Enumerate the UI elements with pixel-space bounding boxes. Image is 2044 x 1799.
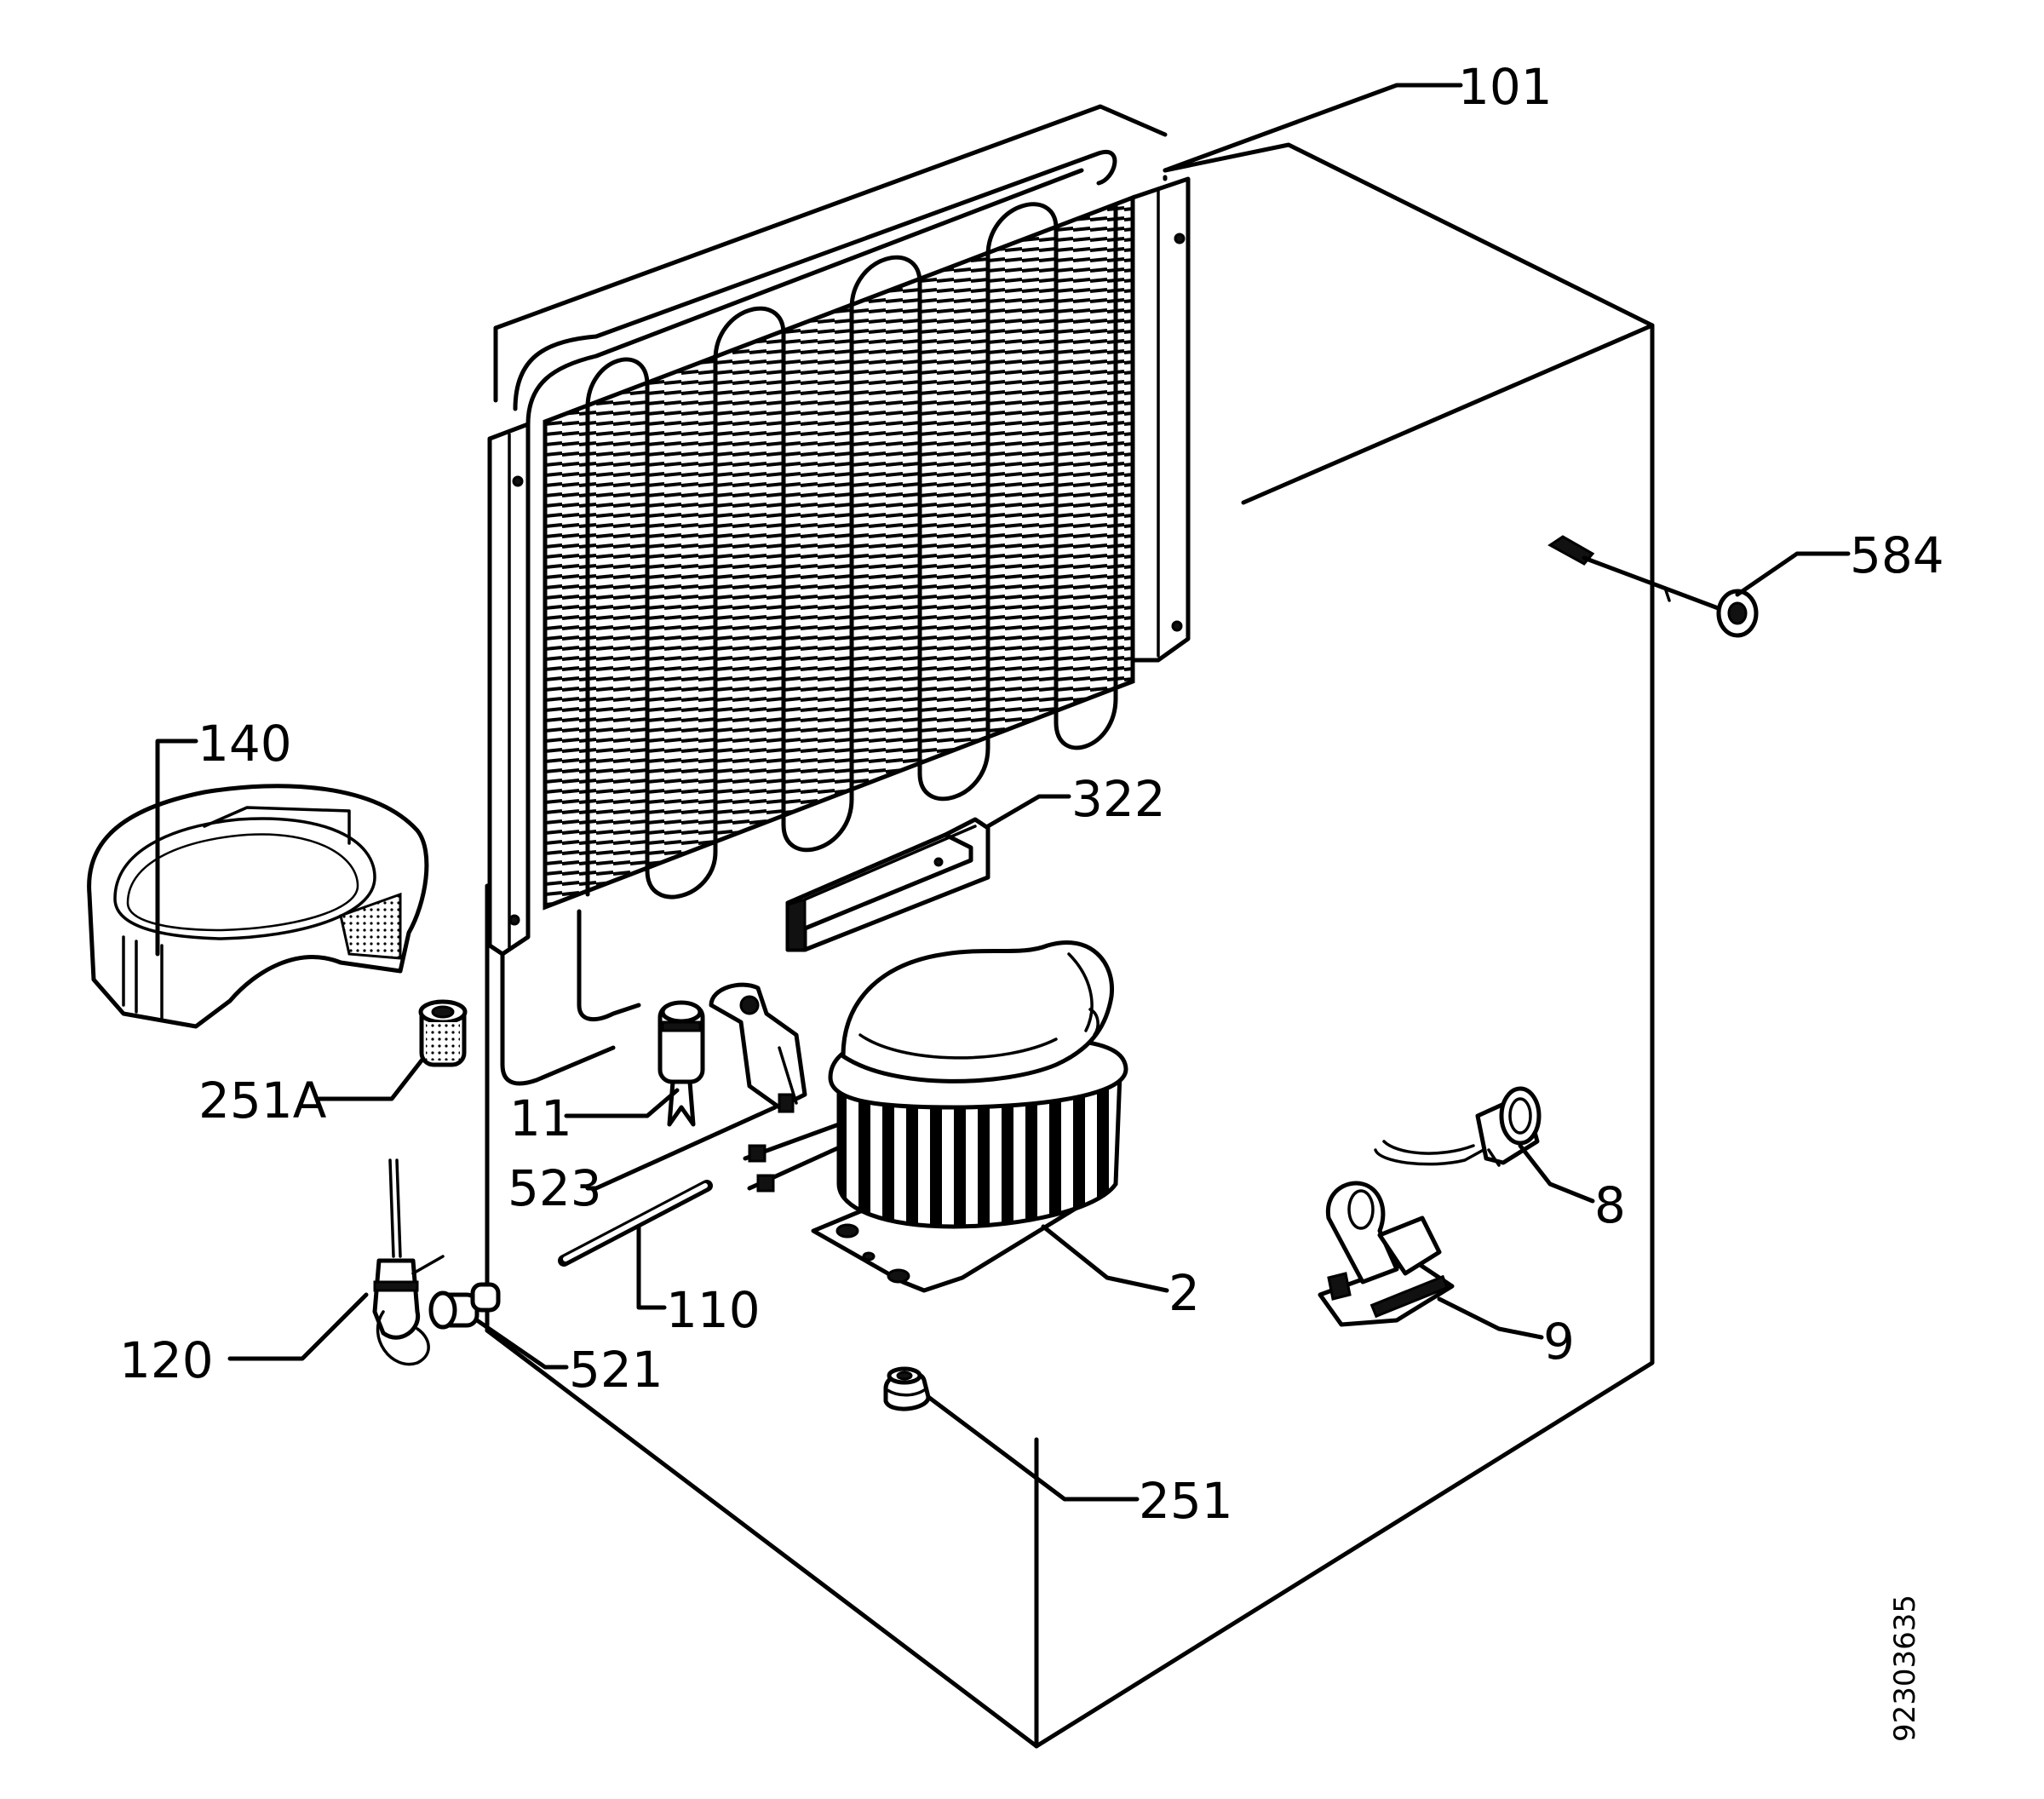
label-110: 110 [666,1281,761,1339]
label-521: 521 [569,1341,663,1399]
label-251: 251 [1139,1472,1233,1530]
terminal-bracket-part-523 [709,982,807,1113]
compressor-part-2 [743,940,1128,1293]
mounting-bracket-part-322 [785,817,990,952]
label-140: 140 [198,715,292,773]
lamp-holder-part-9 [1318,1181,1455,1327]
relay-part-11 [657,1000,705,1127]
label-2: 2 [1168,1264,1200,1322]
grommet-part-251 [883,1366,931,1411]
label-8: 8 [1594,1176,1626,1234]
process-valve-part-120 [372,1158,445,1366]
grommet-part-251A [418,999,468,1067]
refrigerator-cabinet [485,104,1655,1749]
label-523: 523 [508,1159,602,1217]
condenser-tubes [585,202,1118,897]
label-101: 101 [1458,58,1553,116]
condenser-part-101 [487,149,1191,1086]
drier-tube-part-110 [558,1180,713,1267]
label-584: 584 [1850,526,1944,584]
document-number: 92303635 [1888,1595,1922,1742]
leader-lines [155,83,1851,1502]
thermostat-part-8 [1374,1086,1542,1167]
drip-tray-part-140 [87,784,429,1029]
part-labels: 101 584 140 322 251A 11 523 8 110 2 9 12… [119,58,1944,1742]
label-322: 322 [1071,770,1166,828]
label-11: 11 [509,1089,572,1147]
rod-part-584 [1547,535,1759,638]
cap-part-521 [428,1282,501,1330]
label-120: 120 [119,1331,214,1389]
label-9: 9 [1543,1313,1575,1371]
label-251A: 251A [198,1072,327,1129]
